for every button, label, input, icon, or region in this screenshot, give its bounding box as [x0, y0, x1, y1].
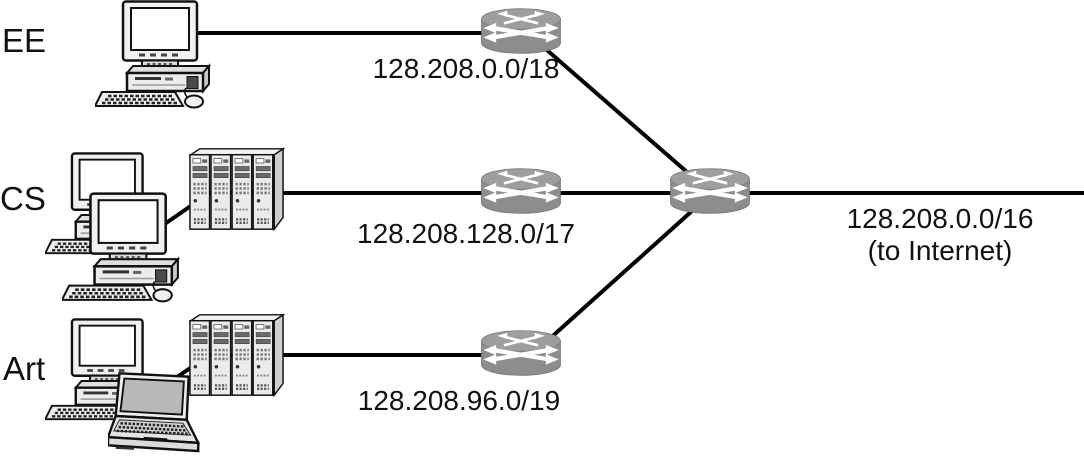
router-icon-art	[482, 331, 561, 376]
server-rack-icon-art	[190, 315, 283, 395]
router-icon-cs	[482, 169, 561, 214]
aggregate-destination: (to Internet)	[867, 235, 1013, 267]
aggregate-subnet: 128.208.0.0/16	[846, 203, 1034, 234]
department-label-cs: CS	[0, 180, 46, 217]
router-icon-ee	[482, 9, 561, 54]
subnet-label-cs: 128.208.128.0/17	[357, 218, 575, 249]
subnet-label-art: 128.208.96.0/19	[357, 385, 561, 416]
laptop-icon-art	[108, 371, 200, 453]
link-art-router-to-core-router	[544, 200, 704, 344]
router-icon-core	[671, 169, 750, 214]
server-rack-icon-cs	[190, 149, 283, 229]
desktop-computer-icon-ee	[95, 0, 211, 109]
department-label-ee: EE	[2, 22, 47, 59]
subnet-label-ee: 128.208.0.0/18	[372, 53, 560, 84]
link-ee-router-to-core-router	[538, 42, 705, 188]
department-label-art: Art	[3, 350, 46, 387]
aggregate-route-label: 128.208.0.0/16 (to Internet)	[847, 203, 1034, 267]
